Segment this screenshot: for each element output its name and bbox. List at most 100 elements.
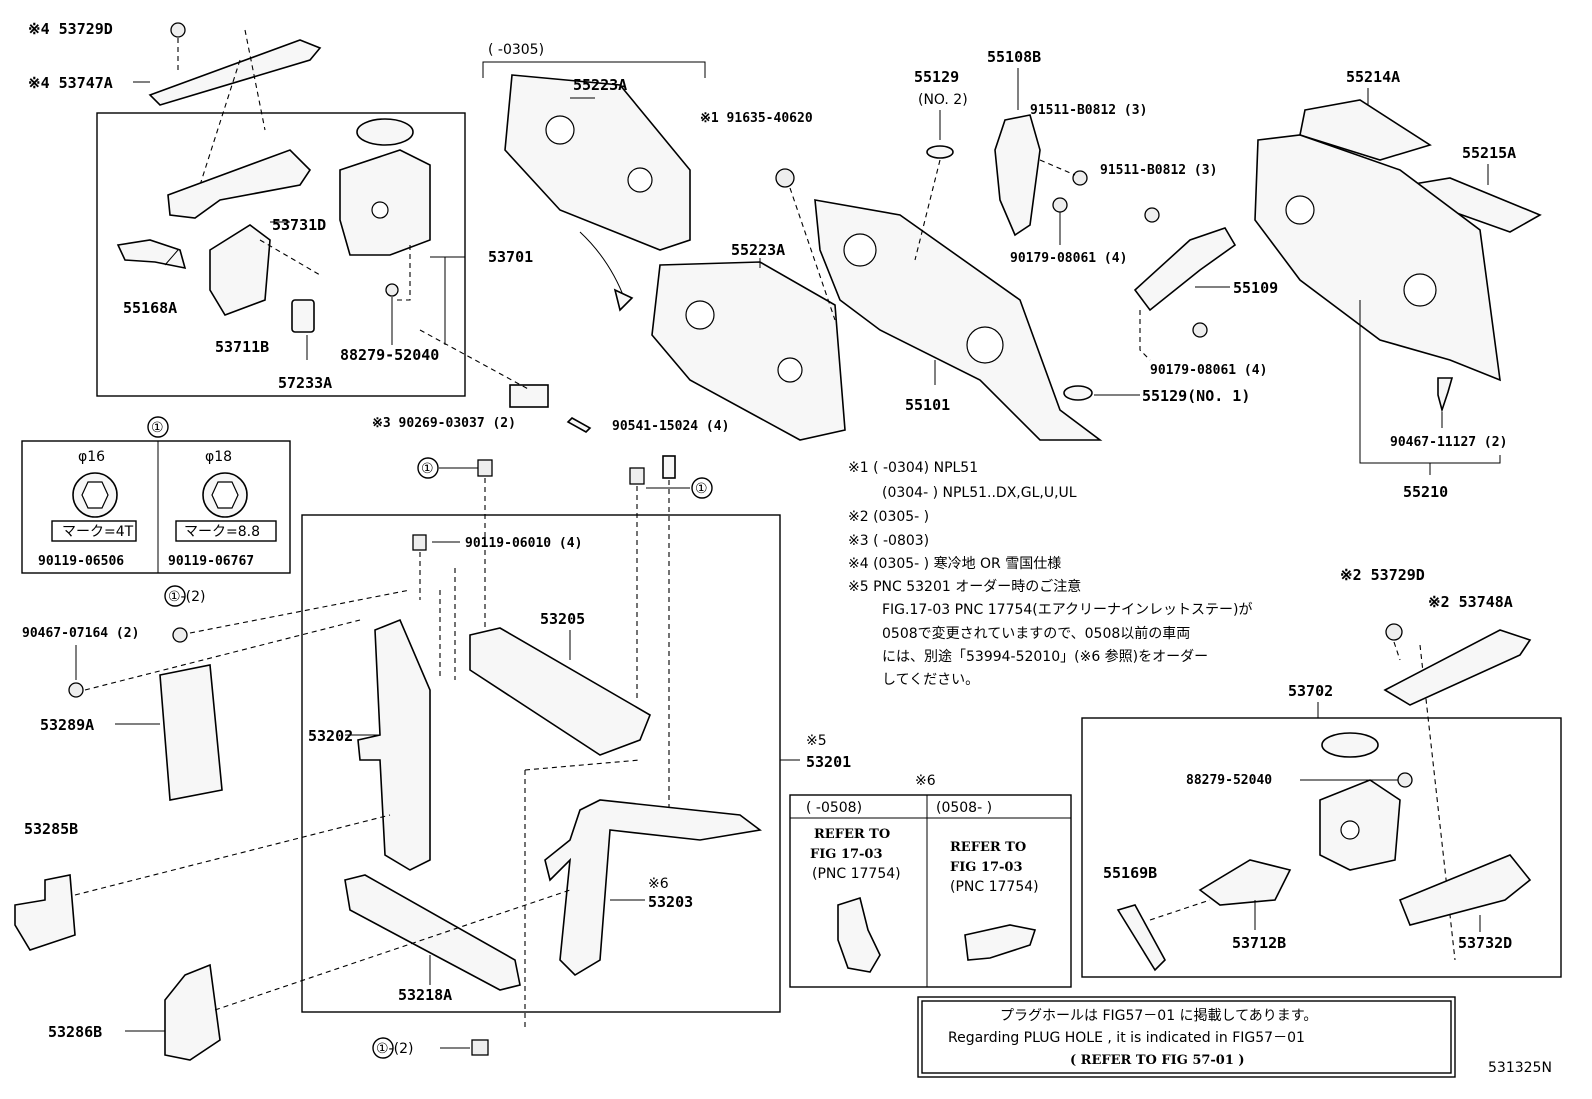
part-53731d[interactable]	[167, 149, 312, 219]
left-shrouds: ①-(2) 90467-07164 (2) 53289A 53285B 5328…	[14, 585, 571, 1061]
part-53203[interactable]	[544, 799, 762, 977]
leaders-53701	[133, 81, 465, 360]
hole-55101-2	[966, 326, 1004, 364]
mark-88: マーク=8.8	[184, 524, 260, 540]
tower-hole	[371, 201, 389, 219]
one-top-a: ①	[421, 461, 434, 477]
nut-90179-a[interactable]	[1052, 197, 1068, 213]
part-strut-cap[interactable]	[356, 118, 414, 146]
plug-55129-no1[interactable]	[1063, 385, 1093, 401]
guide-90119-06010	[419, 552, 456, 680]
part-55101[interactable]	[814, 199, 1103, 441]
one-symbol-left	[164, 585, 186, 607]
note-2: (0304- ) NPL51..DX,GL,U,UL	[882, 485, 1077, 501]
label-53747a: ※4 53747A	[28, 74, 113, 92]
part-55169b[interactable]	[1116, 904, 1166, 972]
part-55210-body[interactable]	[1254, 134, 1501, 382]
note-7: FIG.17-03 PNC 17754(エアクリーナインレットステー)が	[882, 602, 1253, 618]
label-53201: 53201	[806, 753, 851, 771]
label-90541: 90541-15024 (4)	[612, 419, 729, 434]
group-55101: ※1 91635-40620 55101 55129 (NO. 2) 55129…	[700, 68, 1250, 441]
bolt-53729d-top[interactable]	[170, 22, 186, 38]
bolt-bottom[interactable]	[471, 1039, 489, 1056]
bolt-hex-88	[211, 481, 239, 509]
note-9: には、別途「53994-52010」(※6 参照)をオーダー	[882, 648, 1208, 665]
bolt-91511-a[interactable]	[1072, 170, 1088, 186]
part-55109[interactable]	[1133, 227, 1237, 312]
part-53285b[interactable]	[14, 874, 76, 951]
legend-one-text: ①	[151, 420, 164, 436]
bolt-53729d-right[interactable]	[1385, 623, 1403, 641]
label-53729d-right: ※2 53729D	[1340, 566, 1425, 584]
refer-left-header: ( -0508)	[806, 800, 862, 816]
label-90119-06010: 90119-06010 (4)	[465, 536, 582, 551]
label-88279-top: 88279-52040	[340, 346, 439, 364]
screw-90269[interactable]	[566, 417, 592, 433]
nut-88279-top[interactable]	[385, 283, 399, 297]
bolt-90119-06010[interactable]	[412, 534, 427, 551]
label-55223a-upper: 55223A	[573, 76, 627, 94]
label-range-0305: ( -0305)	[488, 42, 544, 58]
refer-box: ※6 ( -0508) (0508- ) REFER TO FIG 17-03 …	[789, 773, 1072, 988]
bolt-91511-b[interactable]	[1144, 207, 1160, 223]
part-53711b[interactable]	[209, 224, 271, 316]
label-90179-b: 90179-08061 (4)	[1150, 363, 1267, 378]
part-53286b[interactable]	[164, 963, 221, 1061]
stay-new[interactable]	[964, 924, 1037, 961]
bolt-top-a[interactable]	[477, 459, 493, 477]
part-53205[interactable]	[469, 627, 651, 756]
label-90269: ※3 90269-03037 (2)	[372, 416, 516, 431]
label-55223a-lower: 55223A	[731, 241, 785, 259]
label-53732d: 53732D	[1458, 934, 1512, 952]
bracket-55210	[1359, 300, 1501, 475]
clip-90467-07164[interactable]	[68, 682, 84, 698]
part-53747a[interactable]	[148, 39, 322, 106]
label-55169b: 55169B	[1103, 864, 1157, 882]
part-53732d[interactable]	[1398, 854, 1532, 926]
part-53218a[interactable]	[344, 874, 521, 991]
part-53748a[interactable]	[1383, 629, 1532, 706]
label-55168a: 55168A	[123, 299, 177, 317]
bolt-90467-07164[interactable]	[172, 627, 188, 643]
part-55108b[interactable]	[994, 114, 1041, 237]
label-53701: 53701	[488, 248, 533, 266]
part-tower-upper[interactable]	[339, 149, 431, 256]
label-55108b: 55108B	[987, 48, 1041, 66]
group-55210: 55214A 55215A 90467-11127 (2) 55210	[1254, 68, 1542, 501]
part-55223a-upper[interactable]	[504, 74, 691, 251]
guide-90269	[419, 329, 531, 391]
part-55214a[interactable]	[1299, 99, 1432, 161]
grommet-90541[interactable]	[662, 455, 676, 479]
part-53202[interactable]	[357, 618, 431, 871]
legend-frame	[21, 440, 291, 574]
guide-90179-b	[1139, 310, 1151, 361]
clip-90269[interactable]	[509, 384, 549, 408]
nut-90179-b[interactable]	[1192, 322, 1208, 338]
part-strut-cap-right[interactable]	[1321, 732, 1379, 758]
bolt-91635[interactable]	[775, 168, 795, 188]
tower-right-hole	[1340, 820, 1360, 840]
refer-left-pnc: (PNC 17754)	[812, 866, 901, 882]
refer-left-refer: REFER TO	[814, 827, 890, 842]
stay-old[interactable]	[837, 896, 881, 973]
label-55214a: 55214A	[1346, 68, 1400, 86]
label-mark5: ※5	[806, 733, 827, 749]
part-55223a-lower[interactable]	[651, 261, 846, 441]
guide-55169b	[1149, 899, 1211, 921]
part-53289a[interactable]	[159, 664, 223, 801]
nut-88279-right[interactable]	[1397, 772, 1413, 788]
plug-note-frame	[917, 996, 1456, 1078]
part-53712b[interactable]	[1198, 859, 1292, 906]
legend-phi18: φ18	[205, 449, 232, 465]
part-tower-right[interactable]	[1319, 779, 1401, 871]
clip-90467-11127[interactable]	[1437, 377, 1454, 413]
note-3: ※2 (0305- )	[848, 509, 929, 525]
label-53712b: 53712B	[1232, 934, 1286, 952]
bolt-top-b[interactable]	[629, 467, 645, 485]
group-53702-frame	[1081, 717, 1562, 978]
part-57233a[interactable]	[291, 299, 315, 333]
guide-90467-07164	[189, 589, 411, 634]
guide-55129-no2	[914, 159, 941, 261]
plug-55129-no2[interactable]	[926, 145, 954, 159]
